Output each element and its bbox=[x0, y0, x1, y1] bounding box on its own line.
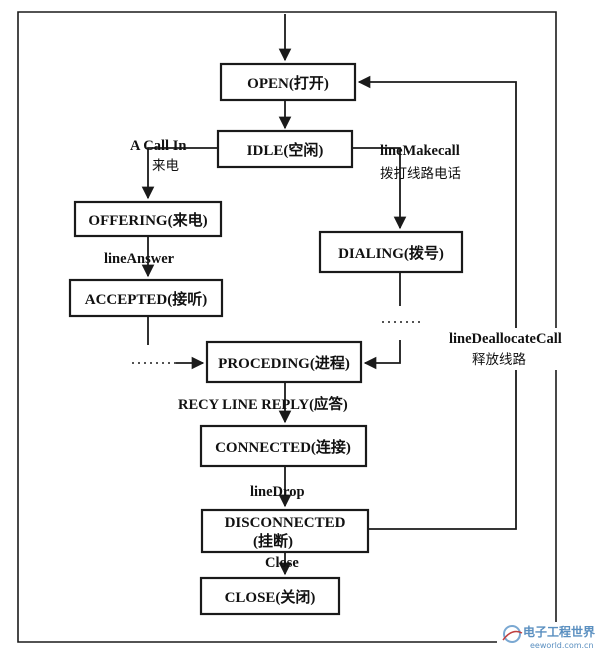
node-idle-label: IDLE(空闲) bbox=[247, 141, 324, 159]
edge-disconnected-open bbox=[357, 75, 517, 530]
node-proceding bbox=[205, 340, 363, 384]
label-dealloc-bg bbox=[446, 328, 592, 370]
label-close: Close bbox=[265, 555, 299, 571]
node-accepted bbox=[68, 278, 224, 318]
node-disconnected-label-2: (挂断) bbox=[253, 532, 293, 550]
node-close-label: CLOSE(关闭) bbox=[225, 588, 316, 606]
node-offering bbox=[73, 200, 223, 238]
node-connected-label: CONNECTED(连接) bbox=[215, 438, 351, 456]
watermark-logo: 电子工程世界 eeworld.com.cn bbox=[497, 622, 597, 656]
label-make-call-cn: 拨打线路电话 bbox=[380, 165, 461, 182]
watermark-site: eeworld.com.cn bbox=[530, 641, 594, 650]
label-call-in-cn: 来电 bbox=[152, 158, 179, 174]
label-call-in-en: A Call In bbox=[130, 138, 186, 154]
edge-dialing-proceding bbox=[363, 340, 401, 370]
label-reply: RECY LINE REPLY(应答) bbox=[178, 395, 348, 413]
node-close bbox=[199, 576, 341, 616]
watermark-bg bbox=[497, 622, 597, 656]
node-open-label: OPEN(打开) bbox=[247, 74, 329, 92]
label-drop: lineDrop bbox=[250, 484, 305, 500]
node-dialing bbox=[318, 230, 464, 274]
watermark-globe-icon bbox=[503, 625, 521, 643]
node-connected bbox=[199, 424, 368, 468]
label-dealloc-cn: 释放线路 bbox=[472, 352, 526, 368]
node-offering-label: OFFERING(来电) bbox=[88, 211, 207, 229]
label-answer: lineAnswer bbox=[104, 251, 175, 267]
label-dealloc-en: lineDeallocateCall bbox=[449, 331, 562, 347]
node-dialing-label: DIALING(拨号) bbox=[338, 244, 444, 262]
node-accepted-label: ACCEPTED(接听) bbox=[85, 290, 208, 308]
node-disconnected-label-1: DISCONNECTED bbox=[225, 515, 346, 531]
node-open bbox=[219, 62, 357, 102]
edge-idle-offering bbox=[141, 147, 240, 200]
watermark-swoosh-icon bbox=[502, 630, 523, 641]
node-disconnected bbox=[200, 508, 370, 554]
outer-frame bbox=[17, 11, 557, 643]
label-make-call-en: lineMakecall bbox=[380, 143, 460, 159]
watermark-title: 电子工程世界 bbox=[523, 624, 595, 639]
node-proceding-label: PROCEDING(进程) bbox=[218, 355, 350, 372]
edge-idle-dialing bbox=[335, 147, 407, 230]
node-idle bbox=[216, 129, 354, 169]
